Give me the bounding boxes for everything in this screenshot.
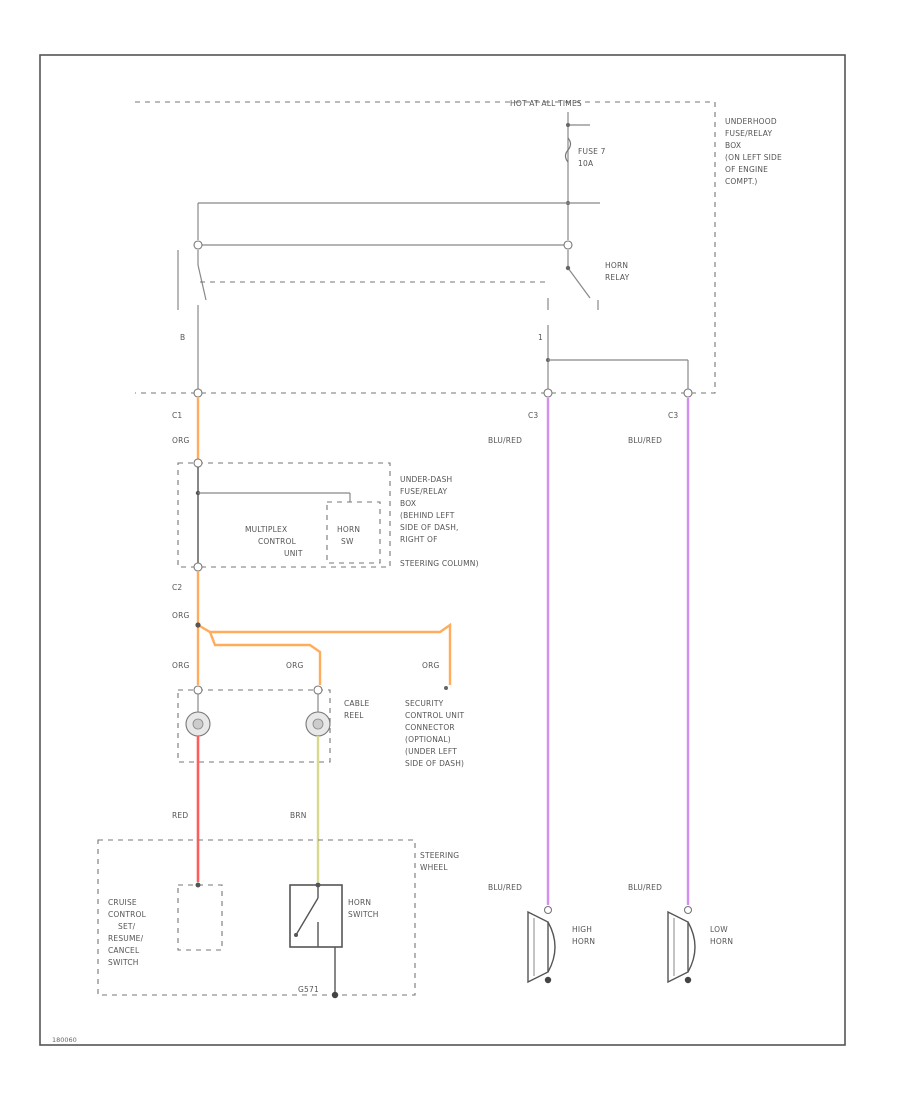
- low-horn-label-2: HORN: [710, 937, 733, 946]
- wire-org-label-2: ORG: [172, 611, 190, 620]
- underhood-fuse-relay-box: HOT AT ALL TIMES UNDERHOOD FUSE/RELAY BO…: [135, 99, 782, 394]
- ground-point: [331, 991, 339, 999]
- connector-c1-label: C1: [172, 411, 182, 420]
- wire-blured-label-low-2: BLU/RED: [628, 883, 662, 892]
- multiplex-label-1: MULTIPLEX: [245, 525, 287, 534]
- wire-blured-label-high-2: BLU/RED: [488, 883, 522, 892]
- wire-org-label-3: ORG: [172, 661, 190, 670]
- security-label-3: CONNECTOR: [405, 723, 455, 732]
- splice-point: [195, 622, 201, 628]
- horn-switch-symbol: [289, 882, 343, 948]
- fuse-7-amp-label: 10A: [578, 159, 594, 168]
- connector-c3-label-high: C3: [528, 411, 538, 420]
- fuse-7-label: FUSE 7: [578, 147, 606, 156]
- cable-reel-label-2: REEL: [344, 711, 364, 720]
- fuse-7-symbol: [564, 137, 572, 163]
- pin-1-label: 1: [538, 333, 543, 342]
- security-label-1: SECURITY: [405, 699, 444, 708]
- security-label-2: CONTROL UNIT: [405, 711, 465, 720]
- cruise-label-3: SET/: [118, 922, 136, 931]
- high-horn-label-2: HORN: [572, 937, 595, 946]
- underdash-box-line-2: FUSE/RELAY: [400, 487, 447, 496]
- ground-label: G571: [298, 985, 319, 994]
- wire-blured-label-low: BLU/RED: [628, 436, 662, 445]
- cruise-label-1: CRUISE: [108, 898, 137, 907]
- horn-sw-box-label-2: SW: [341, 537, 354, 546]
- security-label-4: (OPTIONAL): [405, 735, 451, 744]
- pin-b-label: B: [180, 333, 185, 342]
- multiplex-label-2: CONTROL: [258, 537, 297, 546]
- underdash-box-line-5: SIDE OF DASH,: [400, 523, 459, 532]
- multiplex-label-3: UNIT: [284, 549, 303, 558]
- footer-code: 180060: [52, 1036, 77, 1044]
- left-relay-switch: [177, 250, 207, 390]
- underdash-box-line-7: STEERING COLUMN): [400, 559, 479, 568]
- cruise-label-5: CANCEL: [108, 946, 140, 955]
- wire-orange-c2: [196, 571, 452, 685]
- underdash-box-line-1: UNDER-DASH: [400, 475, 452, 484]
- wire-red-label: RED: [172, 811, 188, 820]
- high-horn-label-1: HIGH: [572, 925, 592, 934]
- security-connector-pin: [444, 686, 448, 690]
- wire-org-label-1: ORG: [172, 436, 190, 445]
- underdash-fuse-relay-box: [177, 458, 391, 572]
- horn-switch-label-1: HORN: [348, 898, 371, 907]
- steering-wheel-label-2: WHEEL: [420, 863, 448, 872]
- underhood-connector-pins: [193, 388, 693, 398]
- underhood-box-line-4: (ON LEFT SIDE: [725, 153, 782, 162]
- underhood-box-line-1: UNDERHOOD: [725, 117, 777, 126]
- underhood-box-line-5: OF ENGINE: [725, 165, 768, 174]
- security-label-6: SIDE OF DASH): [405, 759, 464, 768]
- wire-blured-label-high: BLU/RED: [488, 436, 522, 445]
- security-label-5: (UNDER LEFT: [405, 747, 457, 756]
- cruise-label-6: SWITCH: [108, 958, 139, 967]
- horn-relay: [200, 250, 599, 310]
- wire-org-label-4: ORG: [286, 661, 304, 670]
- underdash-box-line-6: RIGHT OF: [400, 535, 438, 544]
- cruise-label-2: CONTROL: [108, 910, 147, 919]
- cable-reel: [177, 685, 331, 763]
- cable-reel-label-1: CABLE: [344, 699, 369, 708]
- steering-wheel-label-1: STEERING: [420, 851, 459, 860]
- connector-c3-label-low: C3: [668, 411, 678, 420]
- cruise-control-switch-box: [177, 884, 223, 951]
- cruise-label-4: RESUME/: [108, 934, 144, 943]
- low-horn-label-1: LOW: [710, 925, 728, 934]
- wire-brn-label: BRN: [290, 811, 307, 820]
- underdash-box-line-4: (BEHIND LEFT: [400, 511, 455, 520]
- horn-relay-label-2: RELAY: [605, 273, 630, 282]
- diagram-frame: [39, 54, 846, 1046]
- hot-at-all-times-label: HOT AT ALL TIMES: [510, 99, 582, 108]
- horn-relay-label-1: HORN: [605, 261, 628, 270]
- low-horn: [667, 905, 696, 984]
- high-horn: [527, 905, 556, 984]
- horn-sw-box-label-1: HORN: [337, 525, 360, 534]
- underhood-box-line-6: COMPT.): [725, 177, 758, 186]
- wire-org-label-5: ORG: [422, 661, 440, 670]
- steering-wheel: [97, 839, 416, 999]
- underhood-box-line-3: BOX: [725, 141, 741, 150]
- connector-c2-label: C2: [172, 583, 182, 592]
- underhood-box-line-2: FUSE/RELAY: [725, 129, 772, 138]
- underdash-box-line-3: BOX: [400, 499, 416, 508]
- horn-switch-label-2: SWITCH: [348, 910, 379, 919]
